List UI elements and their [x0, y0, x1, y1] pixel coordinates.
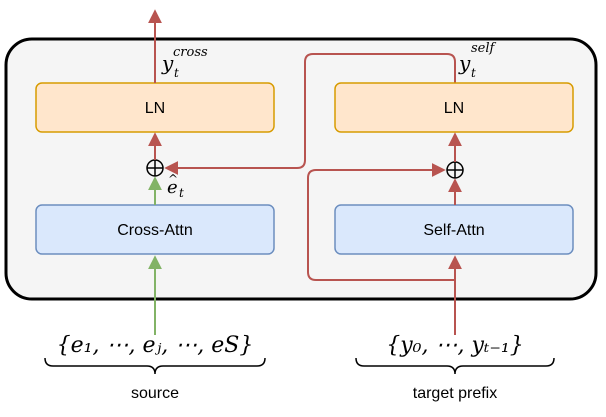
self-output-label: y t self — [458, 41, 497, 80]
cross-output-label: y t cross — [161, 45, 208, 80]
target-underbrace — [355, 357, 555, 375]
left-adder — [146, 159, 164, 177]
svg-text:e: e — [167, 177, 178, 198]
left-ln-label: LN — [145, 100, 165, 117]
residual-e-label: e ^ t — [167, 172, 184, 200]
svg-text:self: self — [471, 41, 497, 56]
svg-text:y: y — [458, 51, 471, 75]
right-adder — [446, 161, 464, 179]
self-output-to-left-adder-arrow — [164, 53, 456, 175]
svg-text:^: ^ — [168, 172, 178, 186]
layer-container — [4, 37, 598, 301]
source-sequence: {e₁, ⋯, eⱼ, ⋯, eS} — [57, 333, 254, 358]
svg-text:y: y — [161, 51, 174, 75]
target-residual-arrow — [307, 163, 455, 281]
source-caption: source — [131, 385, 179, 402]
self-attn-label: Self-Attn — [423, 222, 484, 239]
target-caption: target prefix — [413, 385, 497, 402]
target-sequence: {y₀, ⋯, yₜ₋₁} — [386, 333, 524, 358]
svg-text:cross: cross — [173, 45, 208, 60]
cross-attn-label: Cross-Attn — [117, 222, 193, 239]
right-ln-label: LN — [444, 100, 464, 117]
right-ln-box — [334, 82, 574, 133]
svg-text:t: t — [471, 66, 476, 80]
source-underbrace — [44, 357, 266, 375]
svg-text:t: t — [174, 66, 179, 80]
svg-text:t: t — [179, 186, 184, 200]
